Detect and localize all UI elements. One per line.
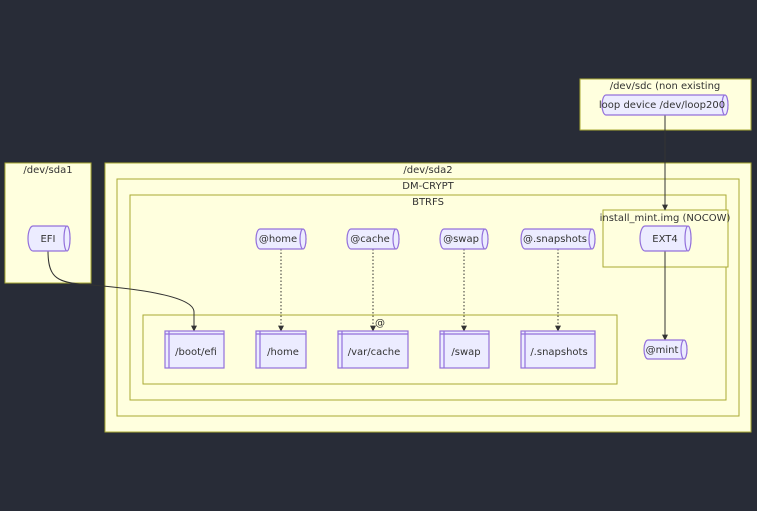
node-mount-boot-efi[interactable]: /boot/efi — [164, 330, 225, 369]
node-mount-swap-label: /swap — [451, 347, 480, 358]
node-efi-label: EFI — [40, 234, 55, 245]
node-mount-var-cache-label: /var/cache — [348, 347, 401, 358]
cluster-at-root-label: @ — [375, 318, 385, 329]
edges — [47, 115, 668, 341]
node-mount-boot-efi-label: /boot/efi — [175, 347, 217, 358]
node-mount-home[interactable]: /home — [255, 330, 307, 369]
node-ext4[interactable]: EXT4 — [639, 225, 692, 252]
node-subvol-home-label: @home — [259, 234, 297, 245]
edge-efi-to-boot-efi — [47, 250, 197, 332]
cluster-btrfs-label: BTRFS — [412, 197, 444, 208]
node-mount-swap[interactable]: /swap — [439, 330, 490, 369]
node-subvol-home[interactable]: @home — [255, 228, 307, 250]
node-subvol-snapshots-label: @.snapshots — [523, 234, 587, 245]
node-mint-label: @mint — [646, 345, 679, 356]
node-efi[interactable]: EFI — [27, 225, 71, 252]
node-mount-snapshots[interactable]: /.snapshots — [520, 330, 596, 369]
node-subvol-swap-label: @swap — [443, 234, 479, 245]
node-subvol-swap[interactable]: @swap — [439, 228, 489, 250]
node-subvol-cache[interactable]: @cache — [346, 228, 400, 250]
cluster-dev-sda2-label: /dev/sda2 — [403, 165, 452, 176]
cluster-dm-crypt-label: DM-CRYPT — [402, 181, 454, 192]
cluster-dev-sda1: /dev/sda1 — [4, 162, 92, 284]
node-subvol-cache-label: @cache — [350, 234, 390, 245]
node-mint[interactable]: @mint — [643, 339, 688, 360]
cluster-dev-sda1-label: /dev/sda1 — [23, 165, 72, 176]
cluster-install-mint-img-label: install_mint.img (NOCOW) — [600, 213, 731, 224]
node-ext4-label: EXT4 — [652, 234, 677, 245]
node-loop-device[interactable]: loop device /dev/loop200 — [599, 94, 729, 116]
node-mount-snapshots-label: /.snapshots — [530, 347, 587, 358]
node-subvol-snapshots[interactable]: @.snapshots — [520, 228, 596, 250]
node-loop-device-label: loop device /dev/loop200 — [599, 100, 725, 111]
node-mount-home-label: /home — [267, 347, 299, 358]
cluster-dev-sdc-label: /dev/sdc (non existing — [610, 81, 721, 92]
node-mount-var-cache[interactable]: /var/cache — [337, 330, 409, 369]
